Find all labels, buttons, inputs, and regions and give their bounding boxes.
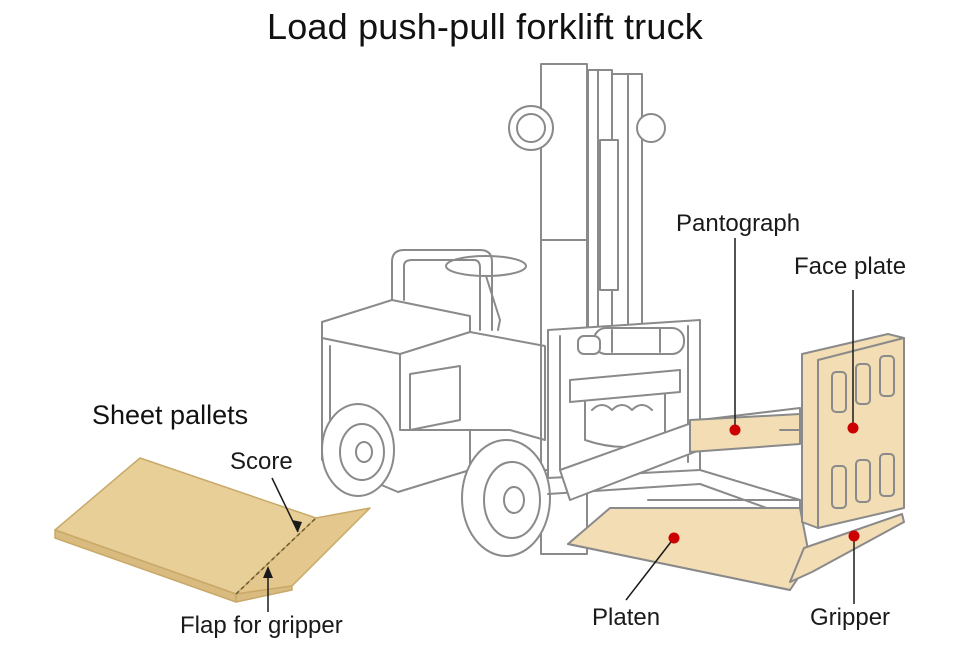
flap-label: Flap for gripper: [180, 612, 343, 639]
sheet-pallets-label: Sheet pallets: [92, 400, 249, 430]
score-line: [235, 517, 317, 595]
score-label: Score: [230, 448, 293, 475]
gripper-label: Gripper: [810, 604, 891, 631]
pantograph-label: Pantograph: [676, 210, 801, 237]
platen: [567, 499, 811, 591]
red-markers: [668, 422, 860, 544]
rear-wheel: [321, 403, 395, 497]
face-plate-marker: [847, 422, 859, 434]
gripper-bar: [789, 513, 905, 583]
gripper-marker: [848, 530, 860, 542]
leader-arrowheads: [263, 520, 302, 578]
platen-label: Platen: [592, 604, 661, 631]
diagram-title: Load push-pull forklift truck: [266, 6, 703, 47]
overhead-guard: [391, 249, 527, 331]
mast: [508, 63, 666, 555]
face-plate-label: Face plate: [794, 253, 907, 280]
sheet-pallet: [54, 457, 371, 603]
pantograph-marker: [729, 424, 741, 436]
platen-marker: [668, 532, 680, 544]
front-wheel: [461, 439, 551, 557]
